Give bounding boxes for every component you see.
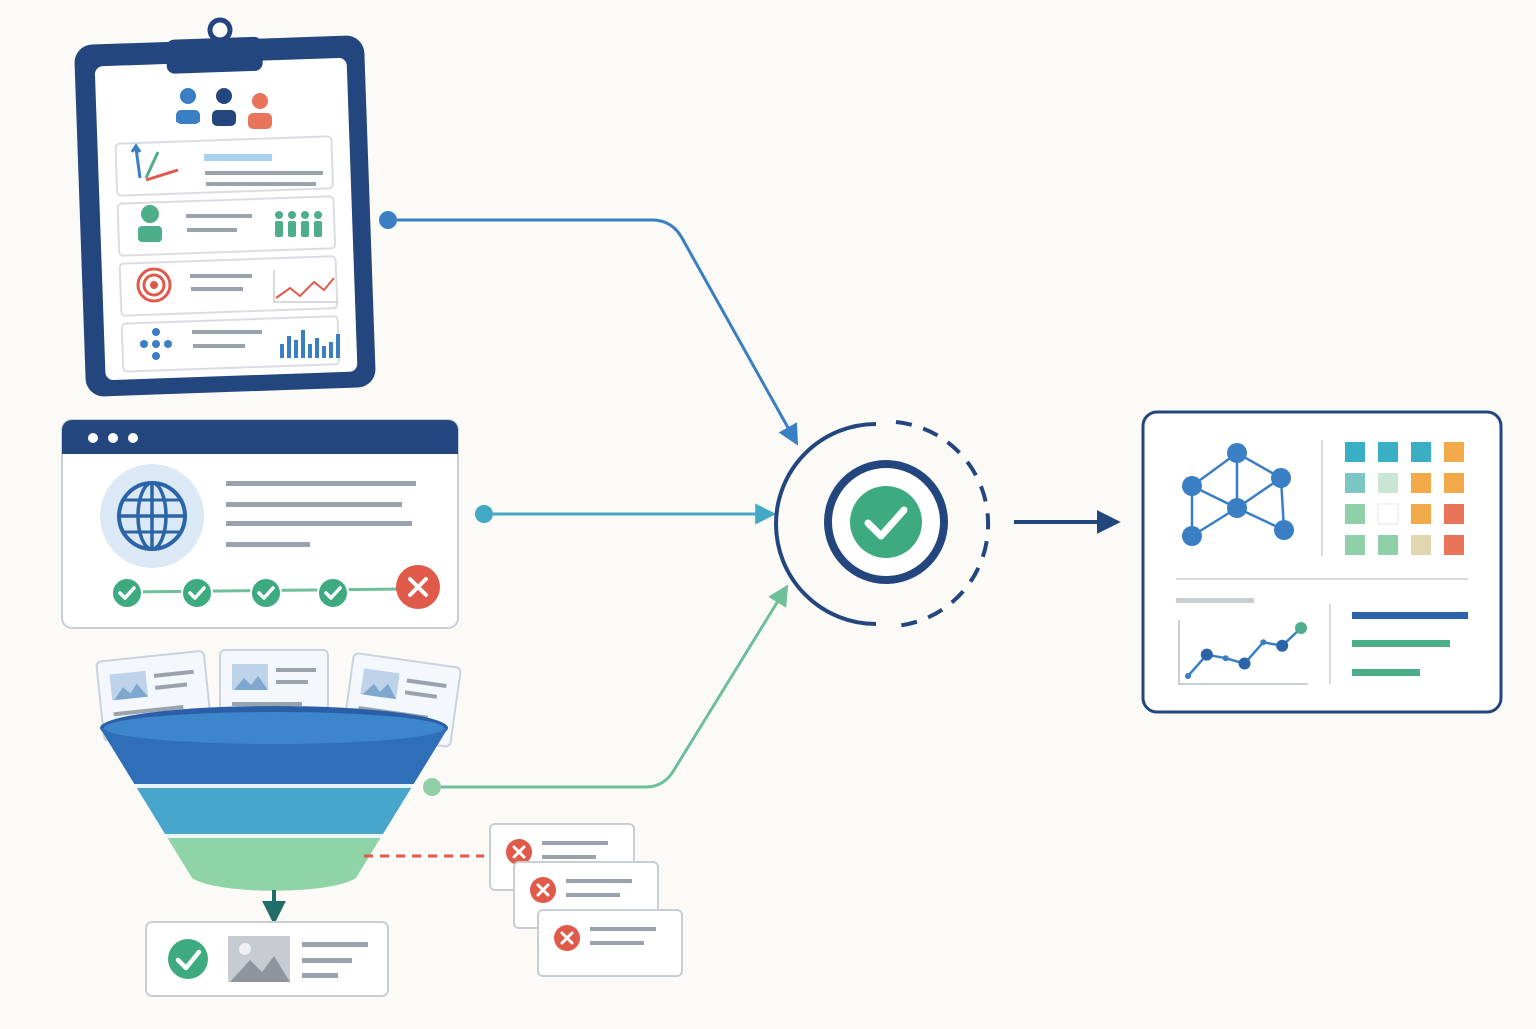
image-icon <box>232 664 268 690</box>
accepted-record-card <box>145 921 389 997</box>
cross-icon <box>554 925 580 951</box>
line-point <box>1260 639 1267 646</box>
connector-clipboard <box>379 211 799 446</box>
funnel-icon <box>95 649 462 925</box>
person-icon <box>138 205 162 242</box>
globe-icon <box>100 464 204 568</box>
line-point <box>1276 639 1289 652</box>
heatmap-cell <box>1411 535 1431 555</box>
heatmap-cell <box>1444 473 1464 493</box>
line-chart-icon <box>1178 620 1308 685</box>
heatmap-cell <box>1378 535 1398 555</box>
heatmap-cell <box>1345 504 1365 524</box>
network-graph-icon <box>1182 443 1294 546</box>
line-point <box>1238 657 1251 670</box>
heatmap-cell <box>1345 442 1365 462</box>
heatmap-cell <box>1345 535 1365 555</box>
check-icon <box>168 939 208 979</box>
web-source-panel <box>61 419 459 629</box>
trend-line-icon <box>273 270 338 303</box>
people-group-icon <box>176 88 272 129</box>
line-point <box>1185 673 1191 679</box>
heatmap-icon <box>1345 442 1464 555</box>
image-icon <box>228 936 290 982</box>
heatmap-cell <box>1444 442 1464 462</box>
image-icon <box>360 668 400 700</box>
cross-icon <box>506 839 532 865</box>
check-icon <box>111 577 143 609</box>
rejected-card <box>537 909 683 977</box>
cross-icon <box>396 565 440 609</box>
clipboard-icon <box>74 17 376 397</box>
line-point <box>1222 655 1229 662</box>
line-point <box>1200 648 1213 661</box>
heatmap-cell <box>1411 504 1431 524</box>
heatmap-cell <box>1378 473 1398 493</box>
heatmap-cell <box>1411 442 1431 462</box>
output-dashboard <box>1141 410 1503 714</box>
heatmap-cell <box>1411 473 1431 493</box>
check-icon <box>250 577 282 609</box>
check-icon <box>181 577 213 609</box>
image-icon <box>109 670 149 701</box>
rejected-record-cards <box>489 823 683 977</box>
cluster-dots-icon <box>140 328 172 360</box>
cross-icon <box>530 877 556 903</box>
connector-funnel <box>423 584 789 796</box>
validation-check-icon <box>774 420 991 628</box>
heatmap-cell <box>1345 473 1365 493</box>
heatmap-cell <box>1444 504 1464 524</box>
growth-arrows-icon <box>130 143 179 182</box>
target-icon <box>136 267 172 303</box>
heatmap-cell <box>1444 535 1464 555</box>
line-point <box>1295 622 1307 634</box>
bar-chart-icon <box>280 330 340 358</box>
validation-steps <box>111 565 440 609</box>
crowd-icon <box>275 211 322 237</box>
connector-web <box>475 503 777 525</box>
heatmap-cell <box>1377 503 1399 525</box>
check-icon <box>317 577 349 609</box>
heatmap-cell <box>1378 442 1398 462</box>
